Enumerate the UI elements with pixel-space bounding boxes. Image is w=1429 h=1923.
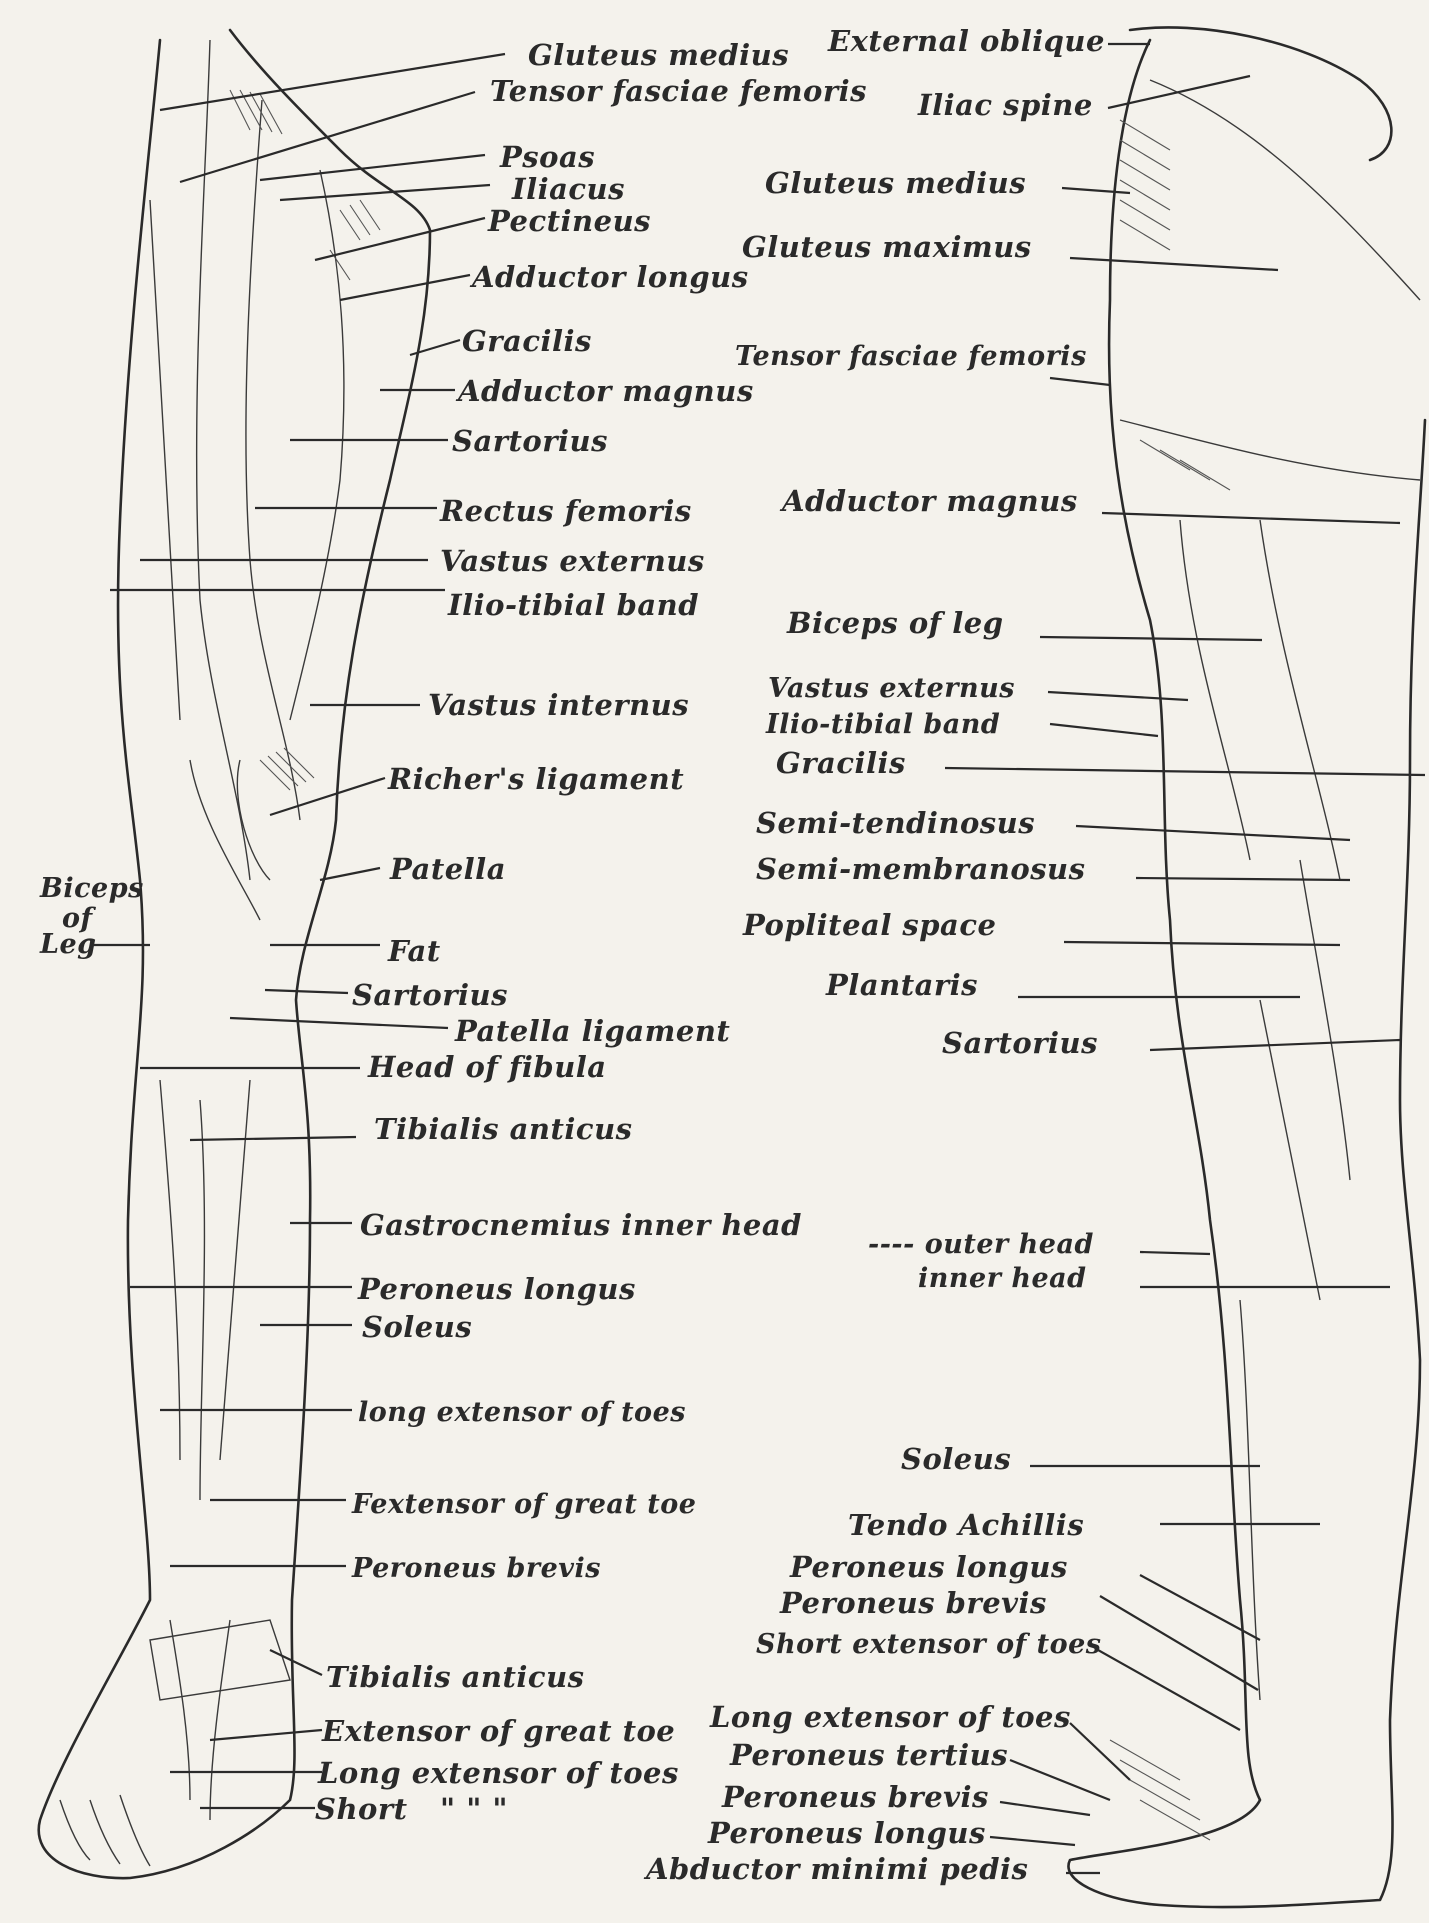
label-peroneus-tertius: Peroneus tertius: [730, 1738, 1008, 1772]
label-external-oblique: External oblique: [828, 24, 1105, 58]
label-iliacus: Iliacus: [512, 172, 625, 206]
label-sartorius-side: Sartorius: [942, 1026, 1098, 1060]
side-leg-drawing: [1068, 27, 1425, 1907]
label-gastrocnemius-inner-head: Gastrocnemius inner head: [360, 1208, 802, 1242]
label-peroneus-longus-side: Peroneus longus: [790, 1550, 1068, 1584]
label-vastus-internus: Vastus internus: [428, 688, 689, 722]
label-fat: Fat: [388, 934, 441, 968]
label-tensor-fasciae-femoris-side: Tensor fasciae femoris: [735, 340, 1087, 374]
label-plantaris: Plantaris: [826, 968, 978, 1002]
label-sartorius-front-2: Sartorius: [352, 978, 508, 1012]
label-gluteus-medius-front: Gluteus medius: [528, 38, 789, 72]
label-vastus-externus-side: Vastus externus: [768, 672, 1015, 706]
label-outer-head: ---- outer head: [868, 1228, 1094, 1262]
label-biceps-of-leg-side: Biceps of leg: [787, 606, 1004, 640]
label-vastus-externus-front: Vastus externus: [440, 544, 705, 578]
label-long-extensor-of-toes-front: long extensor of toes: [358, 1396, 686, 1430]
label-iliac-spine: Iliac spine: [918, 88, 1093, 122]
label-short-front: Short: [315, 1792, 408, 1826]
label-patella: Patella: [390, 852, 506, 886]
label-extensor-of-great-toe-front-2: Extensor of great toe: [322, 1714, 675, 1748]
label-abductor-minimi-pedis: Abductor minimi pedis: [646, 1852, 1028, 1886]
label-peroneus-longus-side-2: Peroneus longus: [708, 1816, 986, 1850]
label-tendo-achillis: Tendo Achillis: [848, 1508, 1084, 1542]
label-patella-ligament: Patella ligament: [455, 1014, 730, 1048]
label-peroneus-brevis-front: Peroneus brevis: [352, 1552, 601, 1586]
label-adductor-magnus-side: Adductor magnus: [782, 484, 1078, 518]
label-gluteus-medius-side: Gluteus medius: [765, 166, 1026, 200]
front-leader-lines: [92, 54, 505, 1808]
label-long-extensor-of-toes-side: Long extensor of toes: [710, 1700, 1071, 1734]
label-inner-head: inner head: [918, 1262, 1087, 1296]
label-gluteus-maximus: Gluteus maximus: [742, 230, 1032, 264]
label-rectus-femoris: Rectus femoris: [440, 494, 692, 528]
label-tensor-fasciae-femoris-front: Tensor fasciae femoris: [490, 74, 867, 108]
label-pectineus: Pectineus: [488, 204, 651, 238]
label-popliteal-space: Popliteal space: [743, 908, 996, 942]
label-head-of-fibula: Head of fibula: [368, 1050, 607, 1084]
label-short-extensor-of-toes-side: Short extensor of toes: [756, 1628, 1102, 1662]
label-biceps-of-leg-front-1: Biceps: [40, 872, 144, 906]
label-tibialis-anticus: Tibialis anticus: [374, 1112, 633, 1146]
label-semi-tendinosus: Semi-tendinosus: [756, 806, 1035, 840]
label-ditto-marks: " " ": [440, 1792, 508, 1826]
label-richers-ligament: Richer's ligament: [388, 762, 684, 796]
label-ilio-tibial-band-side: Ilio-tibial band: [766, 708, 1000, 742]
label-peroneus-longus-front: Peroneus longus: [358, 1272, 636, 1306]
label-peroneus-brevis-side-2: Peroneus brevis: [722, 1780, 989, 1814]
label-long-extensor-of-toes-front-2: Long extensor of toes: [318, 1756, 679, 1790]
front-leg-drawing: [39, 30, 430, 1878]
label-biceps-of-leg-front-3: Leg: [40, 928, 97, 962]
label-peroneus-brevis-side: Peroneus brevis: [780, 1586, 1047, 1620]
label-gracilis-side: Gracilis: [776, 746, 906, 780]
label-semi-membranosus: Semi-membranosus: [756, 852, 1085, 886]
label-soleus-side: Soleus: [901, 1442, 1011, 1476]
label-tibialis-anticus-front-2: Tibialis anticus: [326, 1660, 585, 1694]
label-soleus-front: Soleus: [362, 1310, 472, 1344]
label-ilio-tibial-band-front: Ilio-tibial band: [448, 588, 699, 622]
label-gracilis-front: Gracilis: [462, 324, 592, 358]
label-sartorius-front: Sartorius: [452, 424, 608, 458]
label-psoas: Psoas: [500, 140, 595, 174]
label-adductor-magnus-front: Adductor magnus: [458, 374, 754, 408]
label-adductor-longus: Adductor longus: [472, 260, 749, 294]
label-extensor-of-great-toe-front: Fextensor of great toe: [352, 1488, 696, 1522]
